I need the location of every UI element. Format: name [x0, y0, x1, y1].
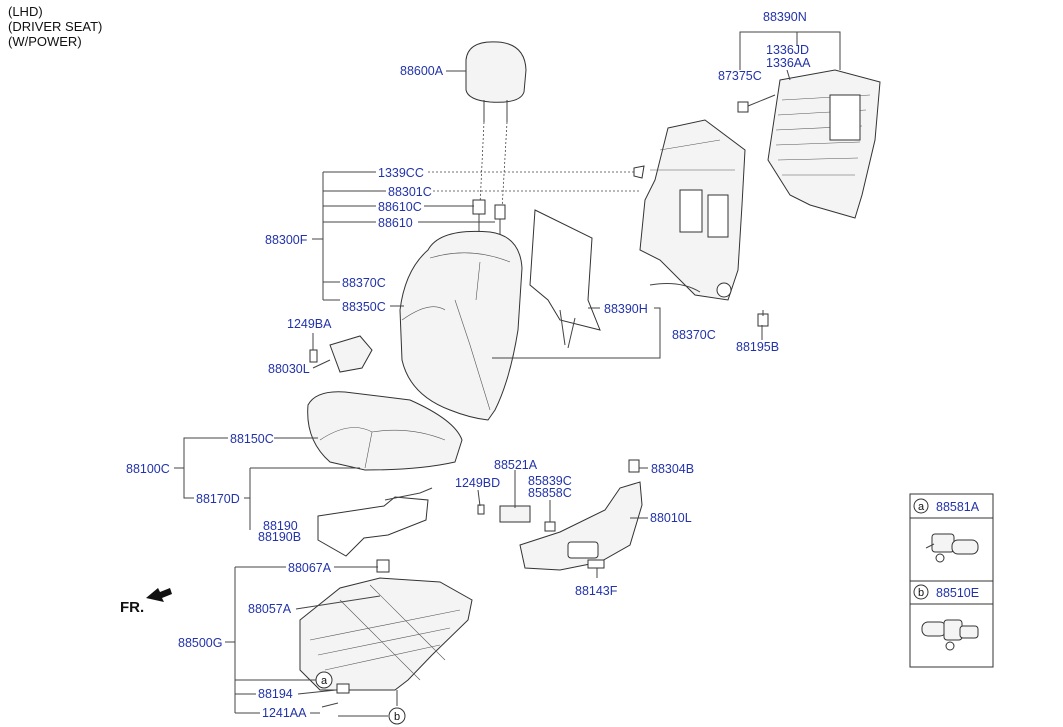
seat-switch	[477, 504, 556, 532]
seat-motor-a-icon	[925, 533, 979, 563]
part-label-88370C-right: 88370C	[672, 328, 716, 342]
part-label-1336AA: 1336AA	[766, 56, 811, 70]
part-label-88350C: 88350C	[342, 300, 386, 314]
svg-text:a: a	[321, 675, 328, 687]
part-label-88100C: 88100C	[126, 462, 170, 476]
seatback-heater-pad	[529, 209, 601, 349]
part-label-88610: 88610	[378, 216, 413, 230]
part-label-88190: 88190	[263, 519, 298, 533]
callout-b: b	[388, 707, 406, 725]
part-labels: 88390N 1336JD 1336AA 87375C 88600A 1339C…	[126, 10, 811, 720]
part-label-88301C: 88301C	[388, 185, 432, 199]
seat-motor-b-icon	[921, 619, 979, 651]
part-label-88390H: 88390H	[604, 302, 648, 316]
note-driver-seat: (DRIVER SEAT)	[8, 19, 103, 34]
part-label-85839C: 85839C	[528, 474, 572, 488]
part-label-88300F: 88300F	[265, 233, 308, 247]
cushion-heater-pad	[317, 487, 433, 557]
part-label-88581A: 88581A	[936, 500, 980, 514]
seat-cushion	[307, 391, 463, 471]
inset-row-a: a 88581A	[913, 498, 980, 563]
callout-a: a	[315, 671, 333, 689]
headrest	[465, 41, 527, 211]
leader-lines	[174, 31, 841, 717]
note-w-power: (W/POWER)	[8, 34, 82, 49]
part-label-88510E: 88510E	[936, 586, 979, 600]
part-label-85858C: 85858C	[528, 486, 572, 500]
side-shield	[519, 459, 643, 571]
part-label-88610C: 88610C	[378, 200, 422, 214]
seatback-rear-panel	[767, 69, 881, 219]
part-label-88030L: 88030L	[268, 362, 310, 376]
part-label-88057A: 88057A	[248, 602, 292, 616]
front-direction-label: FR.	[120, 599, 144, 616]
seat-track-frame	[299, 559, 473, 708]
small-clips	[633, 101, 769, 327]
part-label-1249BA: 1249BA	[287, 317, 332, 331]
part-label-88170D: 88170D	[196, 492, 240, 506]
front-direction-arrow-icon	[146, 588, 172, 602]
part-label-1336JD: 1336JD	[766, 43, 809, 57]
part-label-88521A: 88521A	[494, 458, 538, 472]
svg-text:a: a	[918, 501, 925, 513]
part-label-88600A: 88600A	[400, 64, 444, 78]
part-label-1241AA: 1241AA	[262, 706, 307, 720]
part-label-88390N: 88390N	[763, 10, 807, 24]
part-label-88010L: 88010L	[650, 511, 692, 525]
svg-text:b: b	[918, 587, 924, 599]
seatback-cushion	[399, 230, 523, 421]
part-label-88304B: 88304B	[651, 462, 694, 476]
inset-row-b: b 88510E	[913, 584, 979, 651]
part-label-88194: 88194	[258, 687, 293, 701]
part-label-88150C: 88150C	[230, 432, 274, 446]
part-label-88370C: 88370C	[342, 276, 386, 290]
part-label-1339CC: 1339CC	[378, 166, 424, 180]
part-label-87375C: 87375C	[718, 69, 762, 83]
side-cover	[309, 335, 373, 373]
seatback-frame	[639, 119, 746, 301]
part-label-1249BD: 1249BD	[455, 476, 500, 490]
note-lhd: (LHD)	[8, 4, 43, 19]
part-label-88143F: 88143F	[575, 584, 618, 598]
part-label-88067A: 88067A	[288, 561, 332, 575]
inset-box: a 88581A b 88510E	[909, 493, 994, 668]
part-label-88190B: 88190B	[258, 530, 301, 544]
part-label-88500G: 88500G	[178, 636, 222, 650]
part-label-88195B: 88195B	[736, 340, 779, 354]
svg-text:b: b	[394, 711, 400, 723]
